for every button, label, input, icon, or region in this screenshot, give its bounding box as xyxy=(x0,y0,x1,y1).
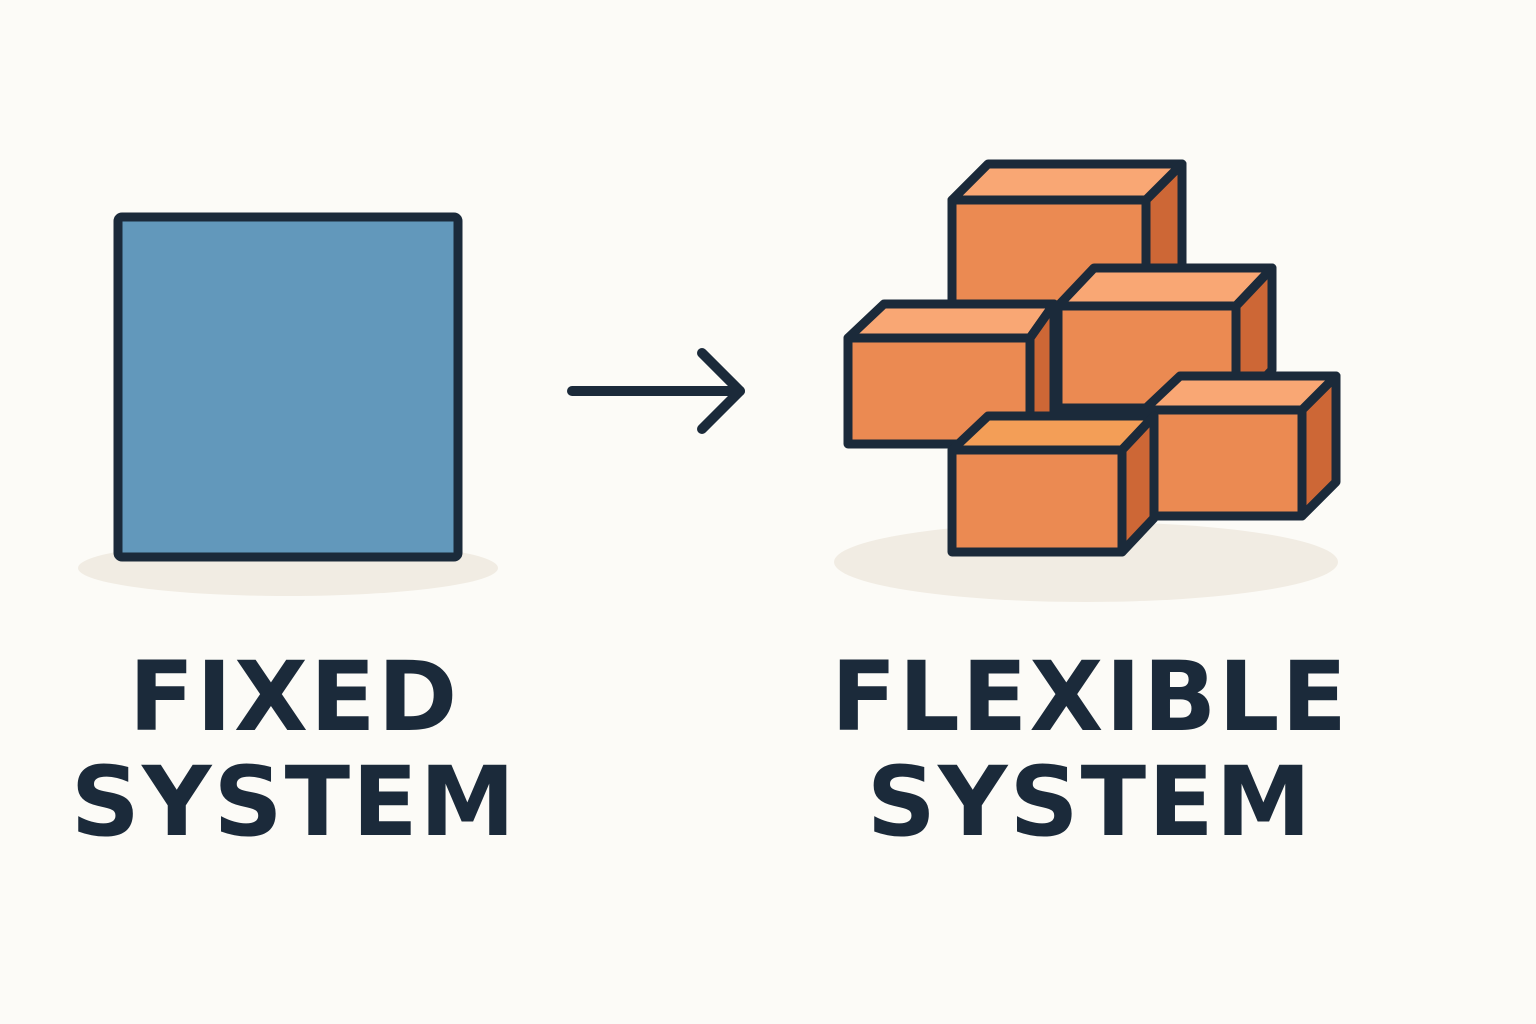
brick-bottom-right xyxy=(1139,371,1341,521)
brick-bottom-center xyxy=(947,411,1159,557)
fixed-caption-line1: FIXED xyxy=(128,641,460,753)
solid-block-icon xyxy=(113,212,463,562)
flexible-caption-line1: FLEXIBLE xyxy=(831,641,1349,753)
stacked-bricks-icon xyxy=(843,159,1341,557)
flexible-system-caption: FLEXIBLE SYSTEM xyxy=(740,645,1440,855)
flexible-caption-line2: SYSTEM xyxy=(866,746,1314,858)
arrow-right-icon xyxy=(567,348,745,434)
fixed-caption-line2: SYSTEM xyxy=(70,746,518,858)
fixed-system-caption: FIXED SYSTEM xyxy=(0,645,644,855)
